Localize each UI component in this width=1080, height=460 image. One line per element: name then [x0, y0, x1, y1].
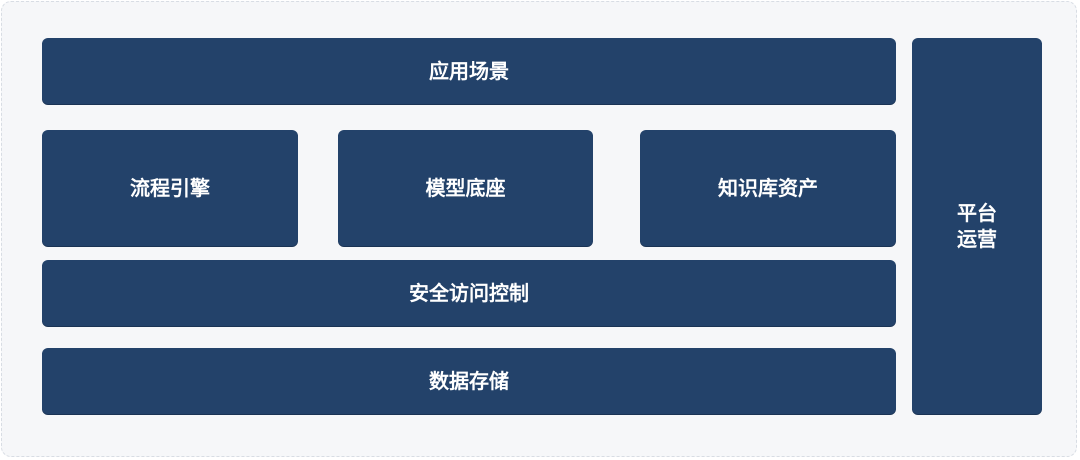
- knowledge-base-assets-block: 知识库资产: [640, 130, 896, 246]
- platform-operations-column: 平台 运营: [912, 38, 1042, 414]
- platform-operations-label-line1: 平台: [957, 201, 997, 225]
- security-access-control-layer: 安全访问控制: [42, 260, 896, 326]
- process-engine-label: 流程引擎: [130, 176, 210, 200]
- application-scenario-layer: 应用场景: [42, 38, 896, 104]
- knowledge-base-assets-label: 知识库资产: [718, 176, 818, 200]
- data-storage-label: 数据存储: [429, 369, 509, 393]
- platform-operations-label-line2: 运营: [957, 227, 997, 251]
- model-foundation-label: 模型底座: [425, 176, 506, 200]
- data-storage-layer: 数据存储: [42, 348, 896, 414]
- application-scenario-label: 应用场景: [429, 59, 509, 83]
- security-access-control-label: 安全访问控制: [409, 281, 529, 305]
- process-engine-block: 流程引擎: [42, 130, 298, 246]
- model-foundation-block: 模型底座: [338, 130, 593, 246]
